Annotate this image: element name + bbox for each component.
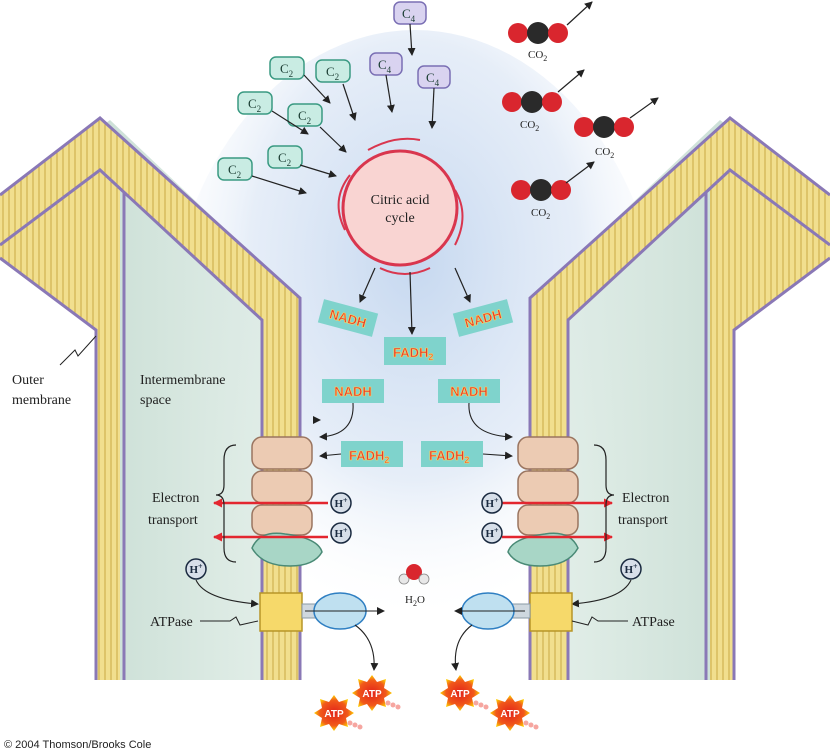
atpase-label-left: ATPase [150,615,193,630]
nadh-tag-right: NADH [438,379,500,403]
leader-lines [59,335,628,626]
c2-box: C2 [217,157,253,181]
cycle-label-line1: Citric acid [371,193,430,208]
fadh2-tag-left: FADH2 [341,441,403,467]
svg-text:ATP: ATP [324,709,344,720]
intermembrane-space-label-2: space [140,393,171,408]
electron-transport-label-right: Electron [622,491,669,506]
svg-text:C4: C4 [426,70,440,88]
fadh2-tag-center: FADH2 [384,337,446,365]
electron-transport-bracket-right [593,444,615,563]
atp-icon: ATP [314,695,363,731]
svg-text:FADH2: FADH2 [349,448,389,465]
c2-box: C2 [287,103,323,127]
h-plus-ion: H+ [330,522,352,544]
svg-text:ATP: ATP [362,689,382,700]
co2-molecule: CO2 [508,22,568,63]
proton-ions: H+ H+ H+ H+ H+ H+ [185,492,642,580]
h-plus-ion: H+ [620,558,642,580]
atp-synthase-left [259,592,367,632]
svg-text:FADH2: FADH2 [393,345,433,362]
c2-arrows [251,74,357,195]
svg-text:H+: H+ [334,526,348,540]
svg-text:C2: C2 [248,96,261,114]
electron-transport-bracket-left [215,444,237,563]
svg-text:C4: C4 [378,57,392,75]
outer-membrane-label: Outer [12,373,44,388]
co2-molecule: CO2 [511,179,571,221]
c2-molecules: C2 C2 C2 C2 C2 C2 [217,56,351,181]
electron-transport-label-right-2: transport [618,513,668,528]
co2-molecule: CO2 [502,91,562,133]
c4-box: C4 [393,1,427,25]
nadh-tag-tilted-right: NADH [452,299,514,337]
co2-molecules: CO2 CO2 CO2 CO2 [502,22,634,221]
electron-transport-label-left: Electron [152,491,199,506]
electron-transport-complex-left [251,436,323,567]
proton-return-arrows [195,579,632,608]
c2-box: C2 [315,59,351,83]
electron-donor-arrows [319,402,513,460]
h-plus-ion: H+ [481,492,503,514]
h-plus-ion: H+ [330,492,352,514]
svg-text:H2O: H2O [405,594,425,608]
svg-text:H+: H+ [485,526,499,540]
nadh-tag-left: NADH [322,379,384,403]
citric-acid-cycle: Citric acid cycle [337,137,464,275]
svg-text:NADH: NADH [334,384,372,399]
copyright-notice: © 2004 Thomson/Brooks Cole [4,739,151,751]
svg-text:C2: C2 [278,150,291,168]
svg-text:H+: H+ [624,562,638,576]
c2-box: C2 [269,56,305,80]
intermembrane-space-label: Intermembrane [140,373,226,388]
c4-arrows [385,23,437,129]
c2-box: C2 [237,91,273,115]
svg-text:CO2: CO2 [595,146,614,160]
fadh2-tag-right: FADH2 [421,441,483,467]
svg-text:C2: C2 [326,64,339,82]
svg-text:H+: H+ [485,496,499,510]
svg-text:CO2: CO2 [520,119,539,133]
co2-arrows [557,1,659,184]
water-molecule: H2O [398,564,430,608]
svg-text:C2: C2 [298,108,311,126]
svg-text:NADH: NADH [450,384,488,399]
svg-text:H+: H+ [334,496,348,510]
electron-transport-label-left-2: transport [148,513,198,528]
h-plus-ion: H+ [481,522,503,544]
svg-text:C4: C4 [402,6,416,24]
atp-icon: ATP [490,695,539,731]
atpase-label-right: ATPase [632,615,675,630]
svg-text:C2: C2 [280,61,293,79]
svg-text:ATP: ATP [450,689,470,700]
electron-transport-complex-right [507,436,579,567]
h-plus-ion: H+ [185,558,207,580]
svg-text:C2: C2 [228,162,241,180]
c2-box: C2 [267,145,303,169]
atpase-flow-arrows [305,607,525,671]
svg-text:CO2: CO2 [531,207,550,221]
c4-box: C4 [417,65,451,89]
atp-icon: ATP [352,675,401,711]
c4-box: C4 [369,52,403,76]
outer-membrane-label-2: membrane [12,393,71,408]
proton-pump-arrows [213,498,613,542]
svg-text:H+: H+ [189,562,203,576]
svg-text:FADH2: FADH2 [429,448,469,465]
co2-molecule: CO2 [574,116,634,160]
cycle-output-arrows [359,267,471,335]
cycle-label-line2: cycle [385,211,415,226]
svg-text:ATP: ATP [500,709,520,720]
atp-icon: ATP [440,675,489,711]
svg-text:CO2: CO2 [528,49,547,63]
atp-bursts: ATP ATP ATP ATP [314,675,539,731]
